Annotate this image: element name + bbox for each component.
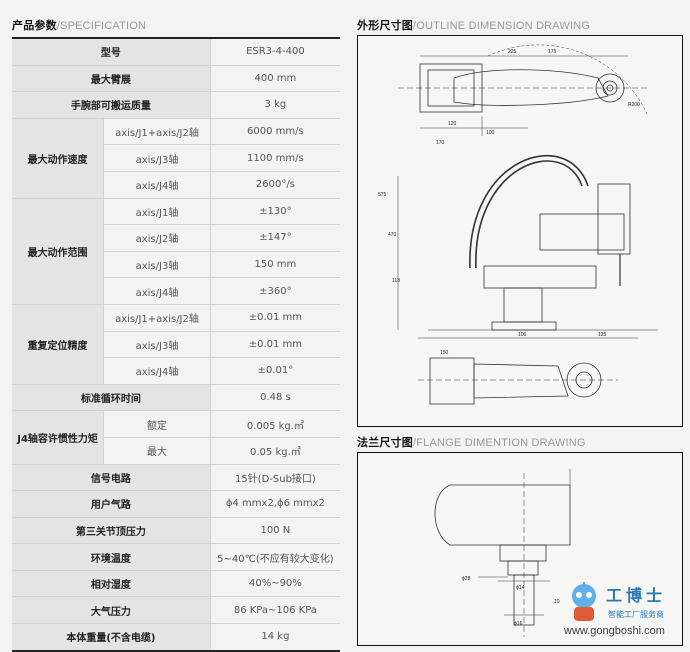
watermark-subtitle: 智能工厂服务商 [608,610,664,619]
front-view-cable [469,154,589,269]
dim-label: R200 [628,102,640,108]
dim-label: 100 [486,130,495,136]
dim-label: 118 [392,278,400,284]
flange-head-body [434,484,571,546]
flange-dim-label: 10 [554,599,560,605]
gongboshi-watermark: 工博士 智能工厂服务商 www.gongboshi.com [558,578,688,648]
spec-row-repeatability: axis/J4轴 ±0.01° [12,357,340,385]
dim-label: 175 [548,49,557,55]
spec-row-weight: 本体重量(不含电缆) 14 kg [12,623,340,652]
spec-row-range: axis/J2轴 ±147° [12,224,340,252]
spec-row-model: 型号 ESR3-4-400 [12,36,340,66]
flange-section-title: 法兰尺寸图/FLANGE DIMENTION DRAWING [357,436,586,449]
specification-table: 型号 ESR3-4-400 最大臂展 400 mm 手腕部可搬运质量 3 kg … [12,36,340,652]
spec-row-inertia: J4轴容许惯性力矩 额定 0.005 kg.㎡ [12,410,340,464]
spec-row-speed: axis/J3轴 1100 mm/s [12,144,340,172]
watermark-title: 工博士 [606,586,667,605]
spec-row-air: 用户气路 ϕ4 mmx2,ϕ6 mmx2 [12,490,340,518]
flange-dimension-drawing: ϕ28 ϕ14 ϕ16 10 [357,452,683,646]
front-view-head [597,183,631,255]
spec-row-j3-force: 第三关节顶压力 100 N [12,516,340,544]
dim-label: 150 [440,350,449,356]
outline-section-title: 外形尺寸图/OUTLINE DIMENSION DRAWING [357,19,591,32]
spec-row-temperature: 环境温度 5~40℃(不应有较大变化) [12,543,340,571]
robot-mascot-icon [572,582,596,621]
flange-drawing-svg: ϕ28 ϕ14 ϕ16 10 [434,469,571,637]
spec-row-cycle-time: 标准循环时间 0.48 s [12,383,340,411]
spec-row-repeatability: 重复定位精度 axis/J1+axis/J2轴 ±0.01 mm [12,303,340,385]
flange-dim-label: ϕ28 [462,576,471,582]
dim-label: 120 [448,121,457,127]
dim-label: 106 [518,332,527,338]
dim-label: 170 [436,140,445,146]
front-view-arm2 [539,213,625,251]
dim-label: 470 [388,232,397,238]
spec-row-repeatability: axis/J3轴 ±0.01 mm [12,330,340,358]
dim-label: 225 [508,49,517,55]
front-view-column [503,287,543,323]
outline-dimension-drawing: 225 175 120 100 170 150 106 125 118 470 … [357,35,683,427]
flange-collar [499,544,547,562]
spec-row-pressure: 大气压力 86 KPa~106 KPa [12,596,340,624]
spec-row-range: axis/J3轴 150 mm [12,250,340,278]
spec-section-title: 产品参数/SPECIFICATION [12,19,147,32]
front-view-base [491,321,557,331]
bottom-view-base [429,357,475,405]
spec-row-inertia: 最大 0.05 kg.㎡ [12,436,340,464]
flange-dim-label: ϕ16 [514,621,523,627]
flange-dim-label: ϕ14 [516,585,525,591]
top-view-arm [453,69,609,106]
spec-row-payload: 手腕部可搬运质量 3 kg [12,91,340,119]
dim-label: 575 [378,192,387,198]
spec-row-speed: 最大动作速度 axis/J1+axis/J2轴 6000 mm/s [12,117,340,199]
spec-row-reach: 最大臂展 400 mm [12,64,340,92]
spec-row-signal: 信号电路 15针(D-Sub接口) [12,463,340,491]
front-view-arm1 [483,265,597,289]
watermark-url: www.gongboshi.com [564,625,665,637]
spec-row-speed: axis/J4轴 2600°/s [12,170,340,199]
dim-label: 125 [598,332,607,338]
bottom-view-arm [473,363,569,399]
spec-row-range: 最大动作范围 axis/J1轴 ±130° [12,197,340,305]
spec-row-humidity: 相对湿度 40%~90% [12,569,340,597]
spec-row-range: axis/J4轴 ±360° [12,277,340,305]
outline-drawing-svg: 225 175 120 100 170 150 106 125 118 470 … [378,44,658,405]
